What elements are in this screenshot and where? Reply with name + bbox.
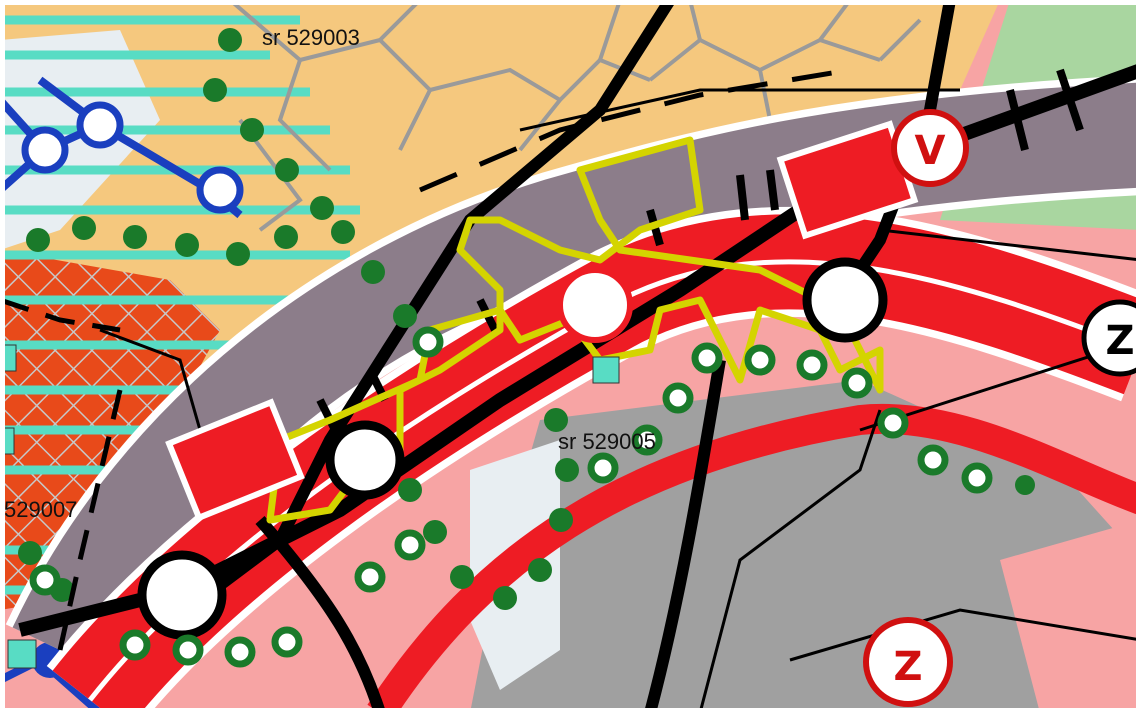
cyan-square-markers bbox=[0, 344, 620, 669]
station-circle[interactable] bbox=[802, 257, 888, 343]
z-marker-label: Z bbox=[893, 644, 922, 690]
light-area-west bbox=[0, 30, 160, 250]
station-circle[interactable] bbox=[137, 550, 227, 640]
z-circle-marker-east[interactable]: Z bbox=[1081, 299, 1141, 377]
red-station-box[interactable] bbox=[165, 398, 305, 522]
blue-node-circle bbox=[21, 126, 69, 174]
v-circle-marker[interactable]: V bbox=[891, 109, 969, 187]
blue-utility-line bbox=[0, 76, 244, 713]
z-circle-marker-south[interactable]: Z bbox=[863, 617, 953, 707]
boundary-lines bbox=[99, 88, 1141, 713]
dashed-boundary bbox=[419, 67, 851, 193]
station-circle[interactable] bbox=[557, 267, 633, 343]
v-marker-label: V bbox=[915, 128, 946, 174]
blue-node-circle bbox=[76, 101, 124, 149]
cyan-square-marker[interactable] bbox=[7, 639, 37, 669]
dashed-boundary bbox=[0, 297, 121, 333]
label-sr-west: 529007 bbox=[4, 497, 77, 522]
z-marker-label: Z bbox=[1105, 318, 1134, 364]
pink-area-southeast bbox=[1000, 520, 1141, 713]
road-south-branch[interactable] bbox=[367, 403, 1141, 713]
station-circles bbox=[137, 257, 888, 640]
green-ring-line bbox=[29, 326, 993, 668]
label-sr-north: sr 529003 bbox=[262, 25, 360, 50]
label-sr-middle: sr 529005 bbox=[558, 429, 656, 454]
blue-node-circle bbox=[196, 166, 244, 214]
station-boxes bbox=[165, 120, 919, 522]
station-circle[interactable] bbox=[325, 420, 405, 500]
planned-route-outline[interactable] bbox=[266, 136, 884, 524]
cyan-square-marker[interactable] bbox=[592, 356, 620, 384]
dashed-boundary bbox=[57, 389, 123, 651]
